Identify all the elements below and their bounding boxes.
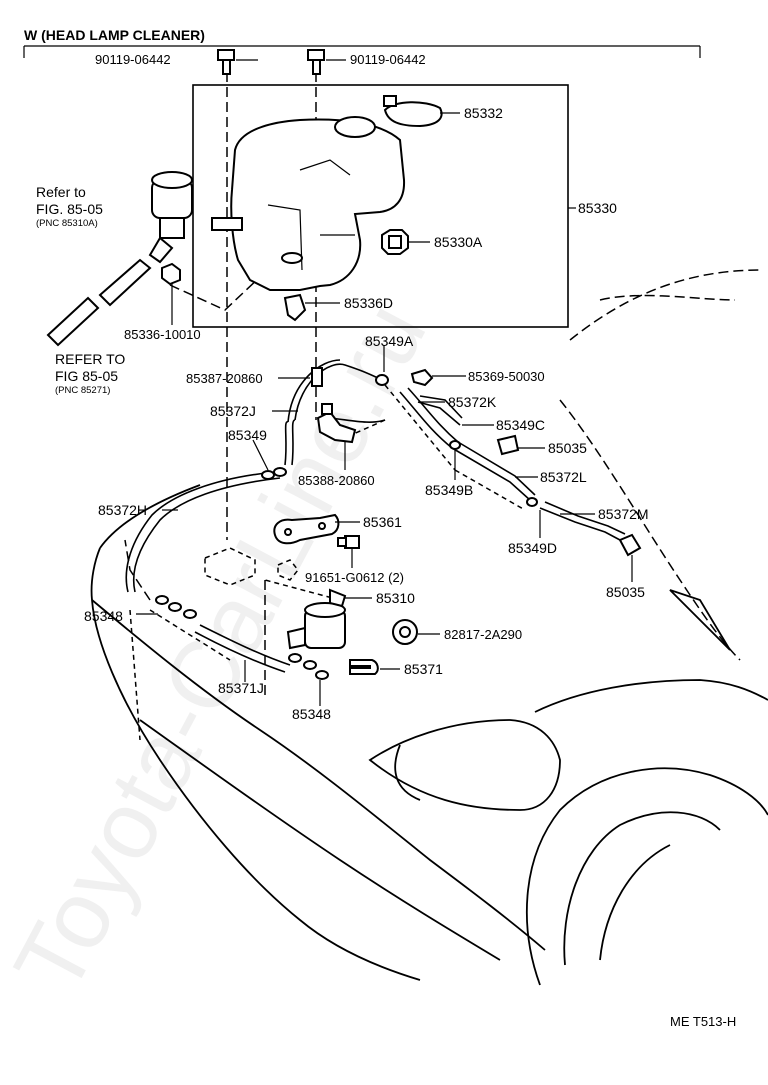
label-85349A: 85349A [365, 333, 414, 349]
ref1-line2: FIG. 85-05 [36, 201, 103, 217]
label-85349B: 85349B [425, 482, 473, 498]
label-85361: 85361 [363, 514, 402, 530]
label-85349C: 85349C [496, 417, 545, 433]
label-85035-upper: 85035 [548, 440, 587, 456]
ref2-line1: REFER TO [55, 351, 125, 367]
label-91651-G0612: 91651-G0612 (2) [305, 570, 404, 585]
hose-joints-icon [155, 374, 538, 680]
label-90119-right: 90119-06442 [350, 52, 426, 67]
part-labels: 90119-06442 90119-06442 85332 85330 8533… [36, 52, 649, 722]
hose-bracket-icon [316, 403, 357, 444]
label-85371: 85371 [404, 661, 443, 677]
ref1-line1: Refer to [36, 184, 86, 200]
nozzle-clip-icon-a [496, 434, 520, 456]
nut-icon [161, 262, 181, 286]
label-85348-upper: 85348 [84, 608, 123, 624]
label-85372H: 85372H [98, 502, 147, 518]
label-85336-10010: 85336-10010 [124, 327, 201, 342]
label-85035-lower: 85035 [606, 584, 645, 600]
label-90119-left: 90119-06442 [95, 52, 171, 67]
label-85330A: 85330A [434, 234, 483, 250]
label-85332: 85332 [464, 105, 503, 121]
figure-code: ME T513-H [670, 1014, 736, 1029]
washer-pump-icon [286, 588, 347, 650]
label-85372J: 85372J [210, 403, 256, 419]
short-hose-icon [46, 258, 152, 347]
diagram-title: W (HEAD LAMP CLEANER) [24, 27, 205, 43]
grommet-icon [381, 229, 409, 255]
bolt-left-icon [217, 49, 235, 75]
label-85336D: 85336D [344, 295, 393, 311]
ref2-line3: (PNC 85271) [55, 385, 110, 396]
label-85387-20860: 85387-20860 [186, 371, 263, 386]
small-clip-icon [410, 368, 434, 387]
bracket-bolt-icon [337, 535, 360, 549]
label-85372L: 85372L [540, 469, 587, 485]
label-85371J: 85371J [218, 680, 264, 696]
pump-grommet-icon [392, 619, 418, 645]
label-85372M: 85372M [598, 506, 649, 522]
hose-lines [125, 359, 626, 673]
label-85369-50030: 85369-50030 [468, 369, 545, 384]
title-bracket [23, 45, 701, 58]
leader-lines [136, 59, 633, 706]
label-85330: 85330 [578, 200, 617, 216]
ref2-line2: FIG 85-05 [55, 368, 118, 384]
label-85372K: 85372K [448, 394, 497, 410]
pump-bracket-icon [273, 513, 340, 545]
washer-motor-icon [148, 171, 193, 264]
bolt-right-icon [307, 49, 325, 75]
car-body-outline [90, 269, 768, 986]
clip-icon [283, 293, 307, 322]
ref1-line3: (PNC 85310A) [36, 218, 98, 229]
mounting-outline [204, 547, 299, 586]
elbow-hose-icon [349, 659, 379, 675]
hose-clamp-icon [311, 367, 323, 387]
washer-tank-icon [211, 116, 406, 291]
label-85388-20860: 85388-20860 [298, 473, 375, 488]
label-85310: 85310 [376, 590, 415, 606]
label-82817-2A290: 82817-2A290 [444, 627, 522, 642]
tank-cap-icon [383, 95, 443, 128]
label-85349: 85349 [228, 427, 267, 443]
label-85349D: 85349D [508, 540, 557, 556]
nozzle-clip-icon-b [618, 533, 642, 557]
label-85348-lower: 85348 [292, 706, 331, 722]
